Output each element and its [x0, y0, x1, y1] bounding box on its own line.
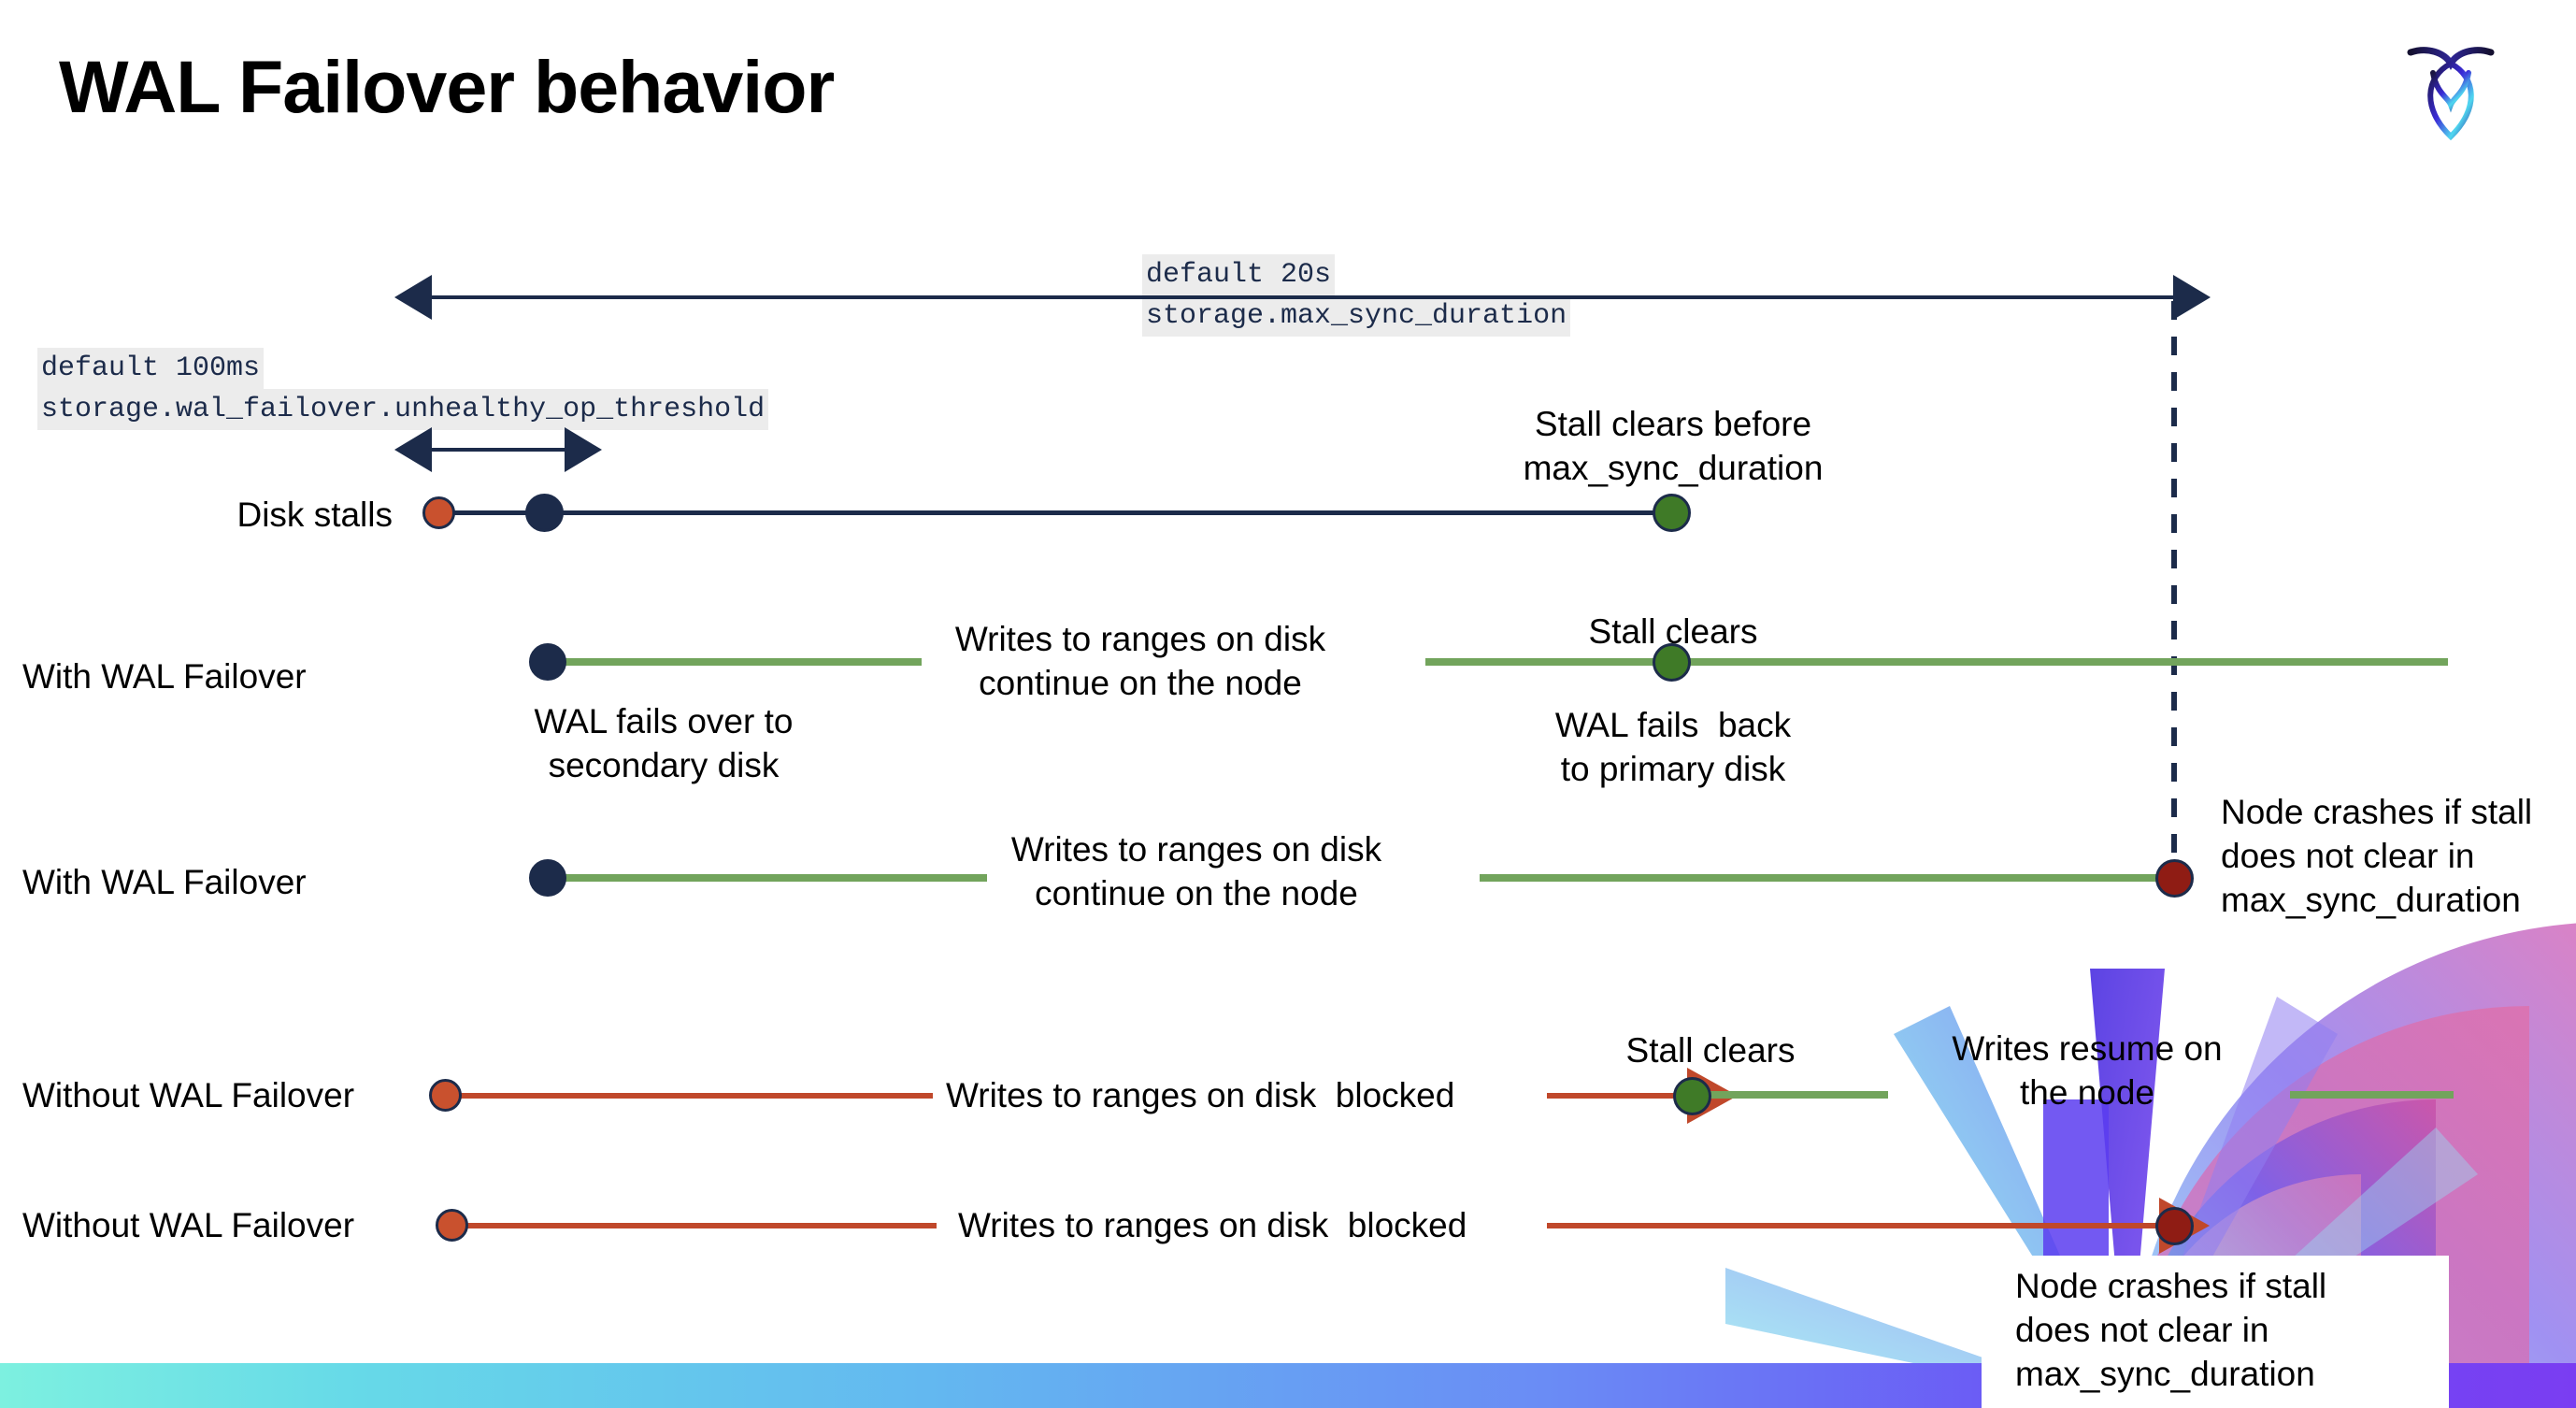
- without-failover-recover-green-seg-b: [2290, 1091, 2454, 1099]
- note-text: Writes to ranges on disk blocked: [946, 1076, 1455, 1114]
- row-label-disk-stalls: Disk stalls: [236, 496, 393, 534]
- without-failover-crash-dot: [2155, 1207, 2194, 1245]
- disk-stalls-threshold-dot: [525, 494, 564, 532]
- note-stall-clears-recovers: Stall clears: [1477, 610, 1869, 654]
- disk-stalls-clear-dot: [1653, 494, 1691, 532]
- cockroachdb-logo-icon: [2407, 47, 2495, 141]
- cockroachdb-logo: [2399, 28, 2502, 159]
- row-label-without-wal-failover-recovers: Without WAL Failover: [22, 1076, 355, 1114]
- without-failover-recover-green-seg-a: [1709, 1091, 1888, 1099]
- with-failover-crash-dot: [2155, 859, 2194, 898]
- note-writes-blocked-crashes: Writes to ranges on disk blocked: [958, 1203, 1556, 1247]
- without-failover-crash-start-dot: [436, 1209, 468, 1242]
- note-stall-clears-without-failover: Stall clears: [1533, 1028, 1888, 1072]
- page-title: WAL Failover behavior: [59, 45, 835, 128]
- note-writes-blocked-recovers: Writes to ranges on disk blocked: [946, 1073, 1525, 1117]
- with-failover-crash-seg-b: [1480, 874, 2176, 882]
- row-label-with-wal-failover-crashes: With WAL Failover: [22, 863, 307, 901]
- with-failover-recover-failover-dot: [529, 643, 566, 681]
- row-label-with-wal-failover-recovers: With WAL Failover: [22, 657, 307, 696]
- note-text: Stall clears: [1588, 612, 1758, 651]
- without-failover-recover-clear-dot: [1673, 1077, 1711, 1115]
- crash-note-backdrop: [1982, 1256, 2449, 1408]
- without-failover-recover-start-dot: [429, 1079, 462, 1112]
- with-failover-recover-seg-b: [1425, 658, 2448, 666]
- with-failover-recover-clear-dot: [1653, 643, 1691, 682]
- unhealthy-default-label: default 100ms: [37, 348, 265, 389]
- disk-stalls-start-dot: [422, 496, 455, 529]
- with-failover-crash-failover-dot: [529, 859, 566, 897]
- note-text: Stall clears: [1625, 1031, 1796, 1070]
- note-text: Writes to ranges on disk blocked: [958, 1206, 1467, 1244]
- row-label-without-wal-failover-crashes: Without WAL Failover: [22, 1206, 355, 1244]
- with-failover-recover-seg-a: [548, 658, 922, 666]
- unhealthy-setting-label: storage.wal_failover.unhealthy_op_thresh…: [37, 389, 769, 430]
- without-failover-recover-red-seg: [453, 1093, 933, 1099]
- without-failover-crash-red-seg: [460, 1223, 937, 1228]
- disk-stalls-line: [439, 510, 1678, 515]
- with-failover-crash-seg-a: [548, 874, 987, 882]
